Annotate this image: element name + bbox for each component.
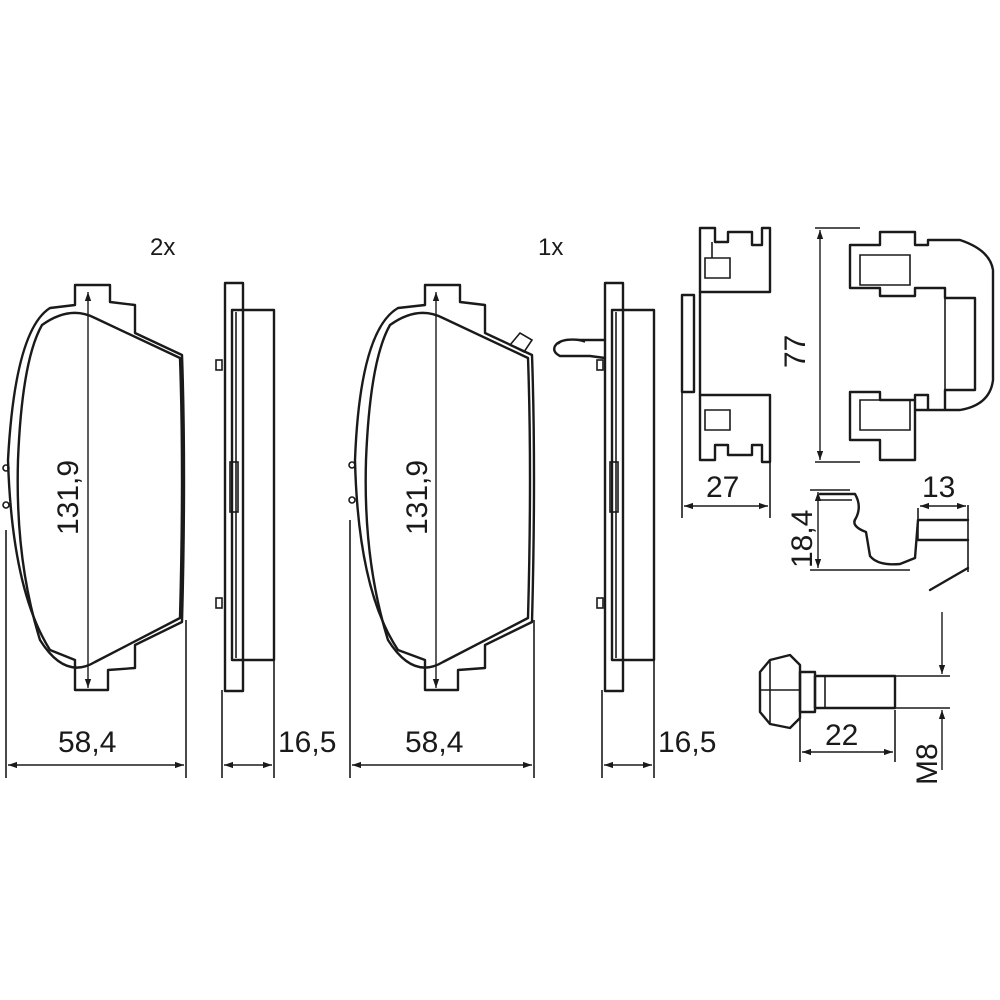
bolt-length-label: 22: [825, 719, 858, 752]
quantity-label-1x: 1x: [538, 234, 563, 261]
brake-pad-b-side-view: [552, 281, 656, 693]
pad-b-thickness-label: 16,5: [658, 726, 716, 759]
guide-bolt: [758, 653, 897, 730]
brake-pad-a-side-view: [215, 281, 276, 693]
pad-a-thickness-label: 16,5: [278, 726, 336, 759]
pad-b-height-label: 131,9: [401, 460, 434, 535]
clip-depth-label: 27: [706, 471, 739, 504]
wear-sensor-clip: [552, 338, 607, 360]
guide-clip-side-view: [680, 226, 772, 464]
pad-a-width-label: 58,4: [58, 726, 116, 759]
quantity-label-2x: 2x: [150, 234, 175, 261]
brake-pad-a-front-view: [2, 283, 186, 692]
spring-height-label: 18,4: [786, 510, 819, 568]
pad-b-width-label: 58,4: [405, 726, 463, 759]
guide-clip-front-view: [848, 230, 995, 462]
spring-clip: [818, 492, 970, 592]
clip-height-label: 77: [779, 335, 812, 368]
bolt-thread-label: M8: [911, 743, 944, 785]
spring-width-label: 13: [922, 471, 955, 504]
pad-a-height-label: 131,9: [52, 460, 85, 535]
brake-pad-b-front-view: [348, 283, 536, 692]
